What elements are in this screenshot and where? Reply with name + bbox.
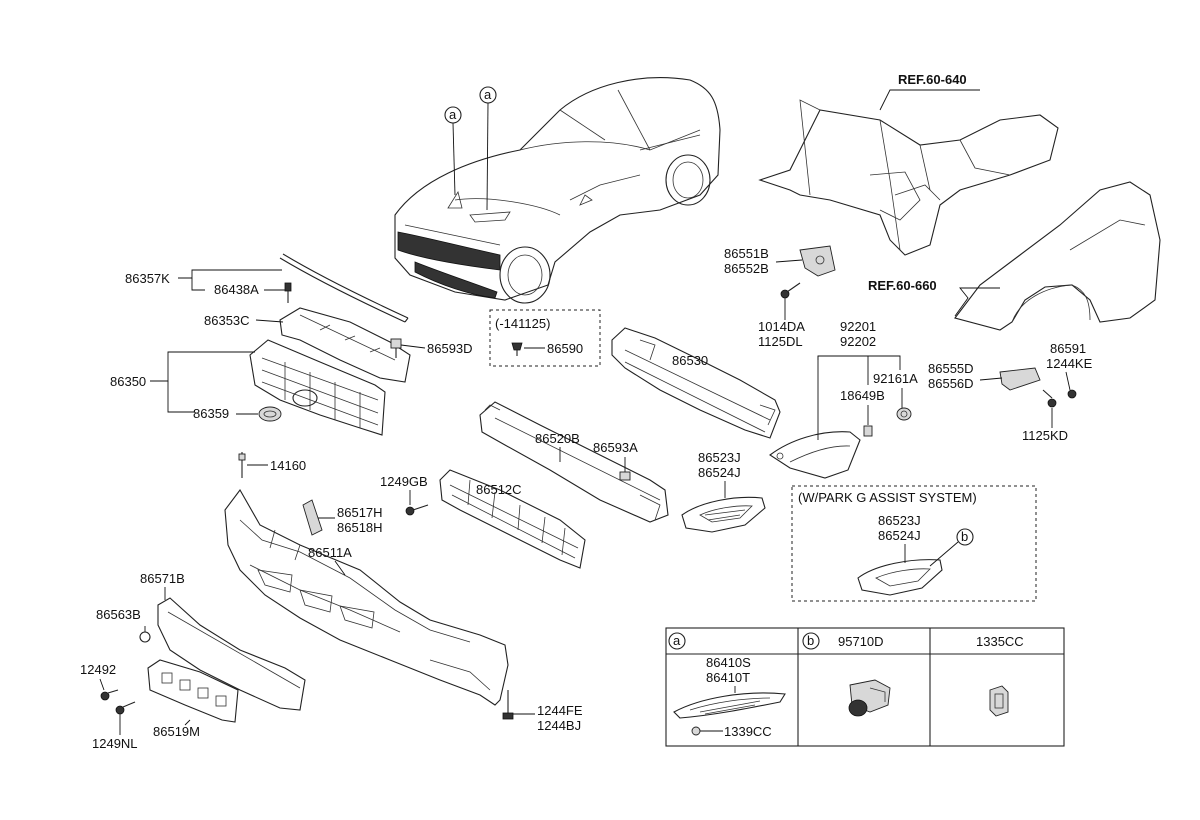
label-p86518h: 86518H — [337, 520, 383, 535]
date-range-box — [489, 309, 601, 367]
label-p86555d: 86555D — [928, 361, 974, 376]
label-p86524j: 86524J — [698, 465, 741, 480]
legend-table — [665, 627, 1065, 747]
car-illustration — [394, 77, 721, 304]
label-callout-a: a — [484, 87, 492, 102]
bracket-86517H — [302, 499, 323, 536]
screw-12492 — [100, 689, 119, 701]
label-p86512c: 86512C — [476, 482, 522, 497]
clip-1339CC — [691, 726, 701, 736]
legend-part-86410S: 86410S — [706, 655, 751, 670]
screw-1249GB — [405, 504, 429, 516]
bracket-86519M — [147, 659, 239, 723]
emblem-86359 — [258, 406, 282, 422]
fender-panel — [954, 181, 1161, 331]
label-p1244bj: 1244BJ — [537, 718, 581, 733]
bolt-14160 — [238, 452, 246, 478]
garnish-86410S — [673, 692, 786, 719]
label-p86519m: 86519M — [153, 724, 200, 739]
front-body-structure — [758, 99, 1059, 256]
label-p86523j-b: 86523J — [878, 513, 921, 528]
park-assist-box — [791, 485, 1037, 602]
label-ref-60-660: REF.60-660 — [868, 278, 937, 293]
label-p86591: 86591 — [1050, 341, 1086, 356]
label-ref-60-640: REF.60-640 — [898, 72, 967, 87]
label-p86359: 86359 — [193, 406, 229, 421]
label-p86511a: 86511A — [308, 545, 352, 560]
bolt-1244FE — [502, 690, 514, 720]
label-p86517h: 86517H — [337, 505, 383, 520]
legend-part-86410T: 86410T — [706, 670, 750, 685]
molding-86357K — [279, 253, 409, 323]
clip-86438A — [284, 282, 292, 303]
label-p86571b: 86571B — [140, 571, 185, 586]
cap-86563B — [139, 631, 151, 643]
clip-86593D — [390, 338, 402, 358]
label-p18649b: 18649B — [840, 388, 885, 403]
label-p1244fe: 1244FE — [537, 703, 583, 718]
label-p1244ke: 1244KE — [1046, 356, 1093, 371]
label-p86520b: 86520B — [535, 431, 580, 446]
fog-cover-park-assist — [857, 559, 943, 596]
label-park-assist: (W/PARK G ASSIST SYSTEM) — [798, 490, 977, 505]
legend-part-1339CC: 1339CC — [724, 724, 772, 739]
label-p86593d: 86593D — [427, 341, 473, 356]
screw-1244KE — [1067, 389, 1077, 399]
label-callout-a: a — [449, 107, 457, 122]
legend-key-a: a — [673, 633, 681, 648]
label-p14160: 14160 — [270, 458, 306, 473]
label-date-range: (-141125) — [495, 316, 550, 331]
legend-part-95710D: 95710D — [838, 634, 884, 649]
label-p1249nl: 1249NL — [92, 736, 138, 751]
screw-1125KD — [1042, 389, 1057, 408]
label-p1249gb: 1249GB — [380, 474, 428, 489]
clip-86590 — [511, 342, 523, 356]
absorber-86520B — [479, 401, 669, 523]
label-p86357k: 86357K — [125, 271, 170, 286]
clip-1335CC — [989, 685, 1009, 717]
label-p86551b: 86551B — [724, 246, 769, 261]
label-p86593a: 86593A — [593, 440, 638, 455]
label-p86523j: 86523J — [698, 450, 741, 465]
beam-86530 — [611, 327, 781, 439]
label-p1125dl: 1125DL — [758, 334, 803, 349]
fog-lamp-92201 — [769, 431, 861, 479]
bracket-86551B — [799, 245, 836, 277]
label-p86438a: 86438A — [214, 282, 259, 297]
bracket-86353C — [279, 307, 411, 383]
label-p86563b: 86563B — [96, 607, 141, 622]
bumper-cover-86511A — [224, 489, 509, 706]
label-p86590: 86590 — [547, 341, 583, 356]
grille-lower-86512C — [439, 469, 586, 569]
label-p1014da: 1014DA — [758, 319, 805, 334]
label-p1125kd: 1125KD — [1022, 428, 1068, 443]
screw-1249NL — [115, 701, 136, 715]
label-p86524j-b: 86524J — [878, 528, 921, 543]
label-p92201: 92201 — [840, 319, 876, 334]
legend-key-b: b — [807, 633, 814, 648]
bracket-86555D — [999, 367, 1041, 391]
clip-86593A — [619, 471, 631, 481]
legend-part-1335CC: 1335CC — [976, 634, 1024, 649]
label-p86556d: 86556D — [928, 376, 974, 391]
label-p86552b: 86552B — [724, 261, 769, 276]
label-p86530: 86530 — [672, 353, 708, 368]
label-p86350: 86350 — [110, 374, 146, 389]
label-p92202: 92202 — [840, 334, 876, 349]
grille-86350 — [249, 339, 386, 436]
label-p92161a: 92161A — [873, 371, 918, 386]
callout-b — [956, 528, 974, 546]
bulb-18649B — [863, 425, 873, 437]
label-p86353c: 86353C — [204, 313, 250, 328]
label-callout-b: b — [961, 529, 968, 544]
label-p12492: 12492 — [80, 662, 116, 677]
sensor-95710D — [848, 679, 891, 717]
clip-92161A — [896, 407, 912, 421]
fog-cover-86523J — [681, 496, 766, 533]
lip-86571B — [157, 597, 306, 711]
bolt-1014DA — [780, 282, 801, 299]
